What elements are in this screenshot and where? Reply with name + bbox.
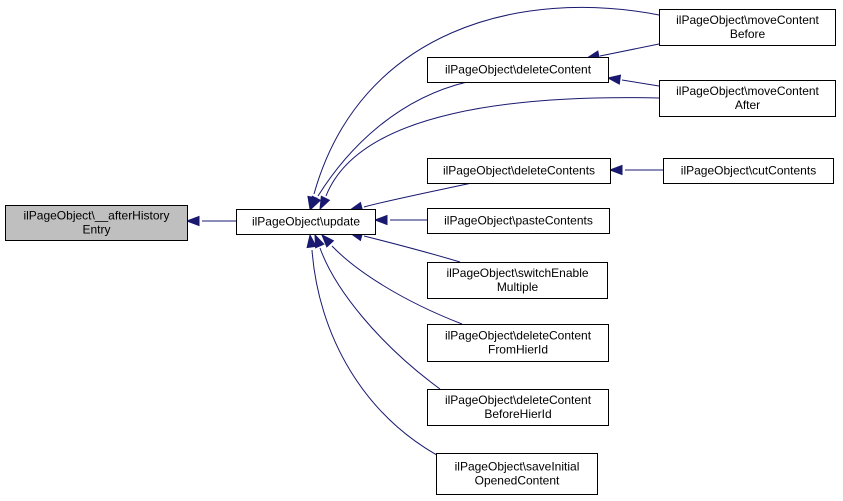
node-update[interactable]: ilPageObject\update [236,209,376,235]
edge-line [317,81,468,197]
node-box[interactable] [663,158,834,184]
node-box[interactable] [659,9,836,46]
node-box[interactable] [427,158,611,184]
edge-update-to-afterHistoryEntry [185,215,236,227]
arrowhead-icon [307,195,318,211]
node-label-line: ilPageObject\switchEnable [446,266,588,280]
edge-line [325,97,660,197]
edges-layer [185,6,663,466]
node-box[interactable] [659,80,836,117]
node-label-line: ilPageObject\moveContent [676,84,819,98]
node-box[interactable] [436,453,598,495]
node-label-line: ilPageObject\__afterHistory [23,209,169,223]
node-pasteContents[interactable]: ilPageObject\pasteContents [427,208,610,234]
edge-saveInitialOpenedContent-to-update [306,233,457,466]
node-label-line: BeforeHierId [484,407,551,421]
edge-line [331,245,463,325]
node-label-line: OpenedContent [475,474,560,488]
nodes-layer: ilPageObject\__afterHistoryEntryilPageOb… [5,9,836,495]
node-label-line: Before [730,27,766,41]
arrowhead-icon [314,233,325,249]
edge-moveContentBefore-to-update [307,6,660,211]
node-deleteContent[interactable]: ilPageObject\deleteContent [427,57,609,83]
edge-line [621,79,660,87]
edge-deleteContentBeforeHierId-to-update [314,233,441,390]
edge-cutContents-to-deleteContents [608,164,663,176]
node-label-line: ilPageObject\deleteContent [445,393,592,407]
edge-line [599,43,660,57]
node-label-line: ilPageObject\saveInitial [455,460,580,474]
node-label-line: ilPageObject\deleteContent [445,329,592,343]
node-deleteContents[interactable]: ilPageObject\deleteContents [427,158,611,184]
node-cutContents[interactable]: ilPageObject\cutContents [663,158,834,184]
node-box[interactable] [427,389,609,426]
edge-line [363,182,473,208]
edge-pasteContents-to-update [373,214,427,226]
edge-line [311,249,457,466]
node-box[interactable] [427,208,610,234]
node-label-line: ilPageObject\deleteContents [443,164,595,178]
arrowhead-icon [319,195,331,211]
arrowhead-icon [608,164,623,176]
arrowhead-icon [306,233,317,249]
node-box[interactable] [427,57,609,83]
edge-line [319,247,441,390]
arrowhead-icon [321,233,335,248]
edge-deleteContent-to-update [310,81,468,211]
edge-deleteContentFromHierId-to-update [321,233,463,325]
arrowhead-icon [373,214,388,226]
node-label-line: Multiple [497,280,539,294]
node-box[interactable] [427,324,609,362]
node-label-line: FromHierId [488,343,548,357]
node-box[interactable] [427,262,608,299]
node-label-line: ilPageObject\moveContent [676,13,819,27]
node-label-line: After [735,98,760,112]
node-box[interactable] [236,209,376,235]
node-box[interactable] [5,205,188,241]
arrowhead-icon [185,215,200,227]
node-label-line: ilPageObject\cutContents [681,164,816,178]
edge-deleteContents-to-update [348,182,473,212]
node-label-line: ilPageObject\pasteContents [444,214,593,228]
edge-line [313,6,660,195]
node-label-line: ilPageObject\update [252,215,360,229]
arrowhead-icon [606,74,622,85]
edge-moveContentAfter-to-deleteContent [606,74,660,87]
edge-line [363,235,461,263]
node-label-line: Entry [82,223,110,237]
node-label-line: ilPageObject\deleteContent [445,63,592,77]
edge-switchEnableMultiple-to-update [348,231,461,263]
edge-moveContentAfter-to-update [319,97,660,211]
